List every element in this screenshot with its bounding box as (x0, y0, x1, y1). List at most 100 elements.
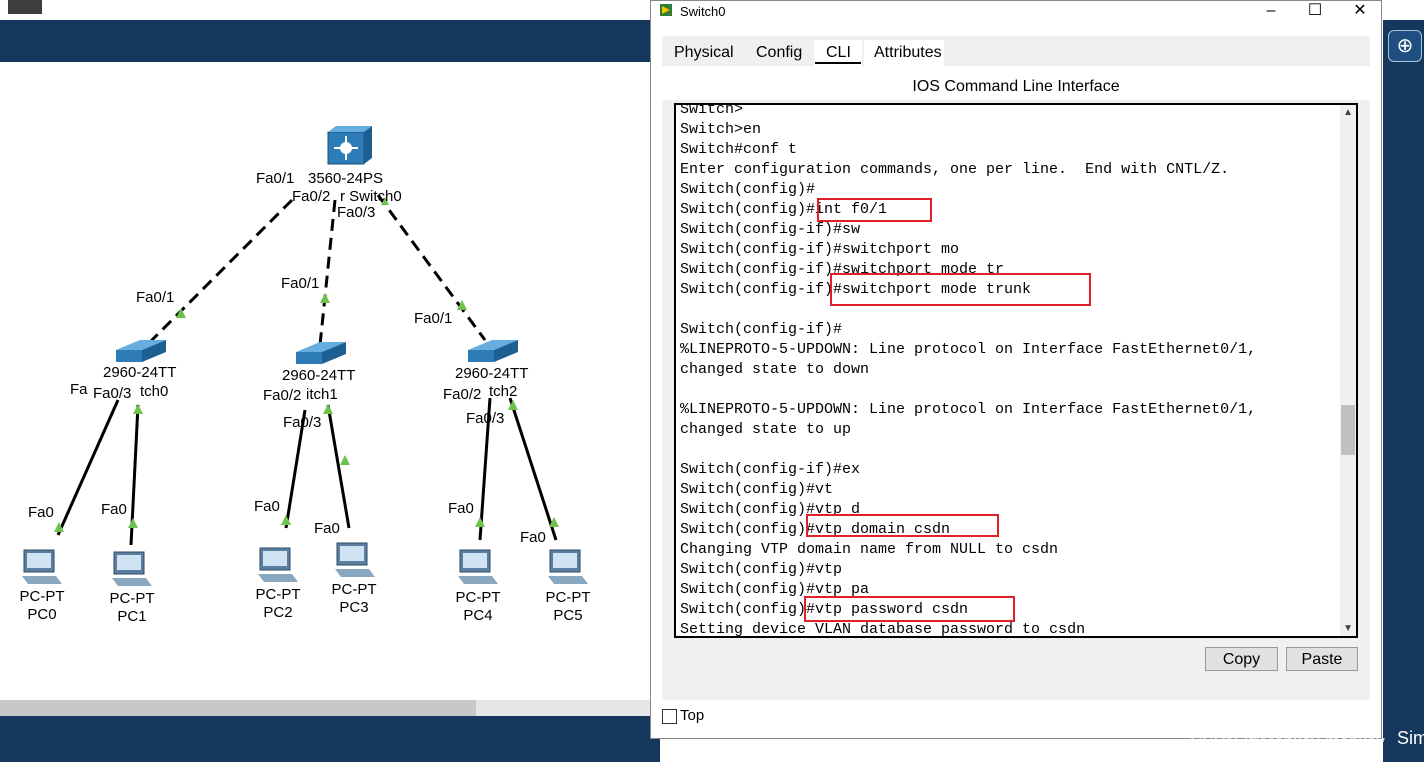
link-up-arrow (54, 522, 64, 532)
terminal-line: Switch(config-if)#switchport mo (680, 241, 960, 258)
pc-icon (548, 549, 588, 584)
terminal-scrollbar[interactable] (1340, 105, 1356, 636)
device-name-label: r Switch0 (340, 188, 402, 205)
link-up-arrow (133, 404, 143, 414)
multilayer-switch-icon (327, 126, 372, 165)
link-up-arrow (508, 400, 518, 410)
scroll-up-icon[interactable]: ▲ (1343, 107, 1353, 118)
cli-panel (662, 66, 1370, 100)
top-checkbox-label: Top (680, 707, 705, 724)
terminal-scroll-thumb[interactable] (1341, 405, 1355, 455)
logical-workspace[interactable] (0, 62, 660, 700)
device-model-label: 2960-24TT (282, 367, 356, 384)
port-label: Fa0/1 (414, 310, 453, 327)
terminal-line: Switch> (680, 103, 744, 118)
tab-cli-background (814, 40, 862, 66)
link-up-arrow (323, 404, 333, 414)
port-label: Fa0 (28, 504, 54, 521)
watermark: CSDN @Monkey-monkey (1190, 732, 1385, 751)
port-label: Fa0/3 (93, 385, 132, 402)
device-name-label: tch0 (140, 383, 169, 400)
window-title: Switch0 (680, 4, 726, 19)
terminal-line: Enter configuration commands, one per li… (680, 161, 1230, 178)
link-core-switch1 (318, 199, 337, 346)
link-up-arrow (320, 293, 330, 303)
port-label: Fa0/3 (337, 204, 376, 221)
close-button[interactable]: ✕ (1353, 2, 1367, 19)
minimize-button[interactable]: – (1266, 2, 1276, 19)
port-label: Fa0/2 (443, 386, 482, 403)
active-tab-indicator (815, 62, 861, 64)
device-model-label: 3560-24PS (308, 170, 384, 187)
packet-tracer-icon (660, 4, 672, 16)
right-toolbar (1383, 20, 1424, 762)
terminal-line: Setting device VLAN database password to… (680, 621, 1086, 638)
terminal-line: Switch(config-if)#switchport mode trunk (680, 281, 1032, 298)
terminal-line: %LINEPROTO-5-UPDOWN: Line protocol on In… (680, 401, 1257, 418)
switch-icon (296, 342, 346, 364)
device-model-label: 2960-24TT (455, 365, 529, 382)
highlight-box (806, 514, 999, 537)
terminal-line: Switch(config)# (680, 181, 816, 198)
port-label: Fa0/1 (136, 289, 175, 306)
link-up-arrow (549, 517, 559, 527)
pc-icon (458, 549, 498, 584)
port-label: Fa0/1 (281, 275, 320, 292)
workspace-toolbar (0, 20, 660, 62)
tab-physical[interactable]: Physical (674, 44, 734, 61)
copy-button[interactable]: Copy (1205, 647, 1278, 671)
link-up-arrow (475, 517, 485, 527)
top-checkbox[interactable] (662, 709, 677, 724)
terminal-line: Switch(config)#vtp pa (680, 581, 870, 598)
link-up-arrow (176, 308, 186, 318)
cli-heading: IOS Command Line Interface (912, 78, 1120, 95)
terminal-line: Changing VTP domain name from NULL to cs… (680, 541, 1059, 558)
workspace-scroll-thumb[interactable] (0, 700, 476, 716)
link-switch1-pc3 (326, 404, 351, 529)
terminal-line: Switch(config-if)#ex (680, 461, 861, 478)
tab-cli[interactable]: CLI (826, 44, 851, 61)
port-label: Fa0/2 (292, 188, 331, 205)
tab-config[interactable]: Config (756, 44, 803, 61)
bottom-toolbar (0, 716, 660, 762)
port-label: Fa0/2 (263, 387, 302, 404)
maximize-button[interactable]: ☐ (1307, 2, 1323, 19)
terminal-line (680, 380, 1256, 400)
port-label: Fa0 (448, 500, 474, 517)
pc-icon (22, 549, 62, 584)
device-name-label: itch1 (306, 386, 338, 403)
switch-icon (116, 340, 166, 362)
tab-attributes-background (864, 40, 944, 66)
paste-button[interactable]: Paste (1286, 647, 1358, 671)
link-switch2-pc4 (478, 397, 492, 541)
toolbar-button[interactable] (8, 0, 42, 14)
tab-attributes[interactable]: Attributes (874, 44, 942, 61)
terminal-line: %LINEPROTO-5-UPDOWN: Line protocol on In… (680, 341, 1257, 358)
terminal-line: Switch(config)#vt (680, 481, 834, 498)
terminal-line: Switch(config)#vtp (680, 561, 843, 578)
switch-icon (468, 340, 518, 362)
port-label: Fa (70, 381, 88, 398)
network-globe-icon[interactable]: ⊕ (1388, 30, 1422, 62)
topology-diagram (22, 126, 588, 586)
port-label: Fa0 (101, 501, 127, 518)
link-up-arrow (457, 300, 467, 310)
device-model-label: 2960-24TT (103, 364, 177, 381)
simulation-mode-label[interactable]: Sim (1397, 728, 1424, 748)
terminal-line: Switch(config-if)# (680, 321, 843, 338)
scroll-down-icon[interactable]: ▼ (1343, 623, 1353, 634)
port-label: Fa0/1 (256, 170, 295, 187)
link-core-switch2 (376, 194, 487, 341)
terminal-line: Switch(config-if)#sw (680, 221, 861, 238)
link-switch2-pc5 (508, 397, 558, 541)
highlight-box (830, 273, 1091, 306)
port-label: Fa0/3 (283, 414, 322, 431)
